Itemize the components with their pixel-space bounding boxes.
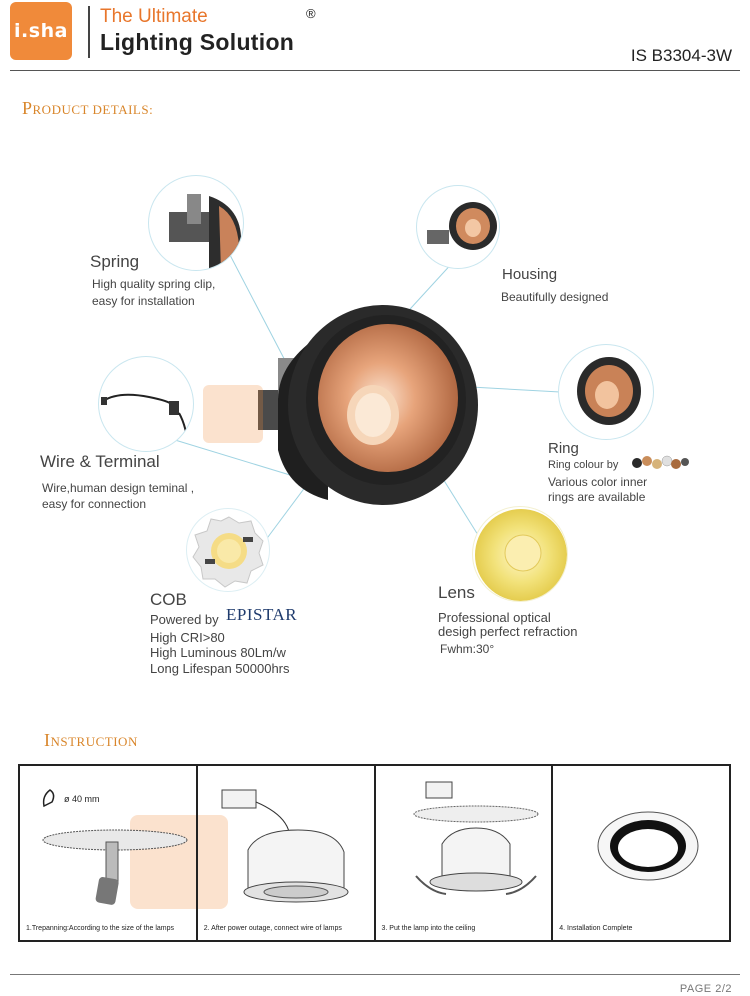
ring-desc-3: rings are available	[548, 490, 646, 504]
product-details-heading: PRODUCT DETAILS:	[22, 98, 153, 119]
housing-desc: Beautifully designed	[501, 290, 609, 304]
spring-title: Spring	[90, 252, 140, 271]
heading-rest: RODUCT DETAILS:	[32, 102, 154, 117]
lens-title: Lens	[438, 583, 475, 602]
ring-swatch-3	[652, 459, 662, 469]
ceiling-cutout-icon	[42, 829, 188, 905]
wire-detail-image	[98, 356, 194, 452]
downlight-icon	[258, 305, 478, 505]
ring-swatch-4	[661, 455, 673, 467]
ring-swatch-5	[671, 459, 681, 469]
wire-desc-1: Wire,human design teminal ,	[42, 481, 195, 495]
ring-desc-2: Various color inner	[548, 475, 648, 489]
instruction-heading: INSTRUCTION	[44, 730, 138, 751]
ring-swatch-2	[642, 456, 652, 466]
lens-desc-2: desigh perfect refraction	[438, 624, 578, 639]
cob-title: COB	[150, 590, 187, 609]
housing-detail-image	[416, 185, 500, 269]
wire-connection-icon	[221, 789, 349, 903]
step-3-caption: 3. Put the lamp into the ceiling	[381, 925, 476, 932]
ring-color-swatches	[632, 455, 689, 469]
logo-text: i.sha	[14, 20, 68, 42]
tagline-line2: Lighting Solution	[100, 29, 295, 55]
page-number: PAGE 2/2	[679, 983, 732, 995]
wire-desc-2: easy for connection	[42, 497, 147, 511]
cob-spec-luminous: High Luminous 80Lm/w	[150, 645, 286, 660]
spring-desc-1: High quality spring clip,	[92, 277, 216, 291]
wire-title: Wire & Terminal	[40, 452, 160, 471]
install-into-ceiling-icon	[413, 781, 538, 895]
cob-powered-by: Powered by	[150, 612, 219, 627]
diameter-label: ø 40 mm	[64, 794, 100, 804]
header-rule	[10, 70, 740, 71]
heading-initial: P	[22, 98, 33, 118]
spring-desc-2: easy for installation	[92, 294, 195, 308]
installed-ring-icon	[597, 811, 699, 881]
spring-clip-icon	[169, 194, 241, 270]
cob-spec-cri: High CRI>80	[150, 630, 225, 645]
cob-detail-image	[186, 508, 270, 592]
instruction-step-1: ø 40 mm 1.Trepanning:According to the si…	[20, 766, 198, 940]
tagline-line1: The Ultimate	[100, 6, 208, 27]
step-1-caption: 1.Trepanning:According to the size of th…	[26, 925, 174, 932]
leader-spring	[229, 254, 291, 371]
model-number: IS B3304-3W	[630, 46, 732, 65]
lens-desc-1: Professional optical	[438, 610, 551, 625]
housing-icon	[427, 202, 497, 250]
drill-bit-icon	[42, 789, 55, 808]
step-2-caption: 2. After power outage, connect wire of l…	[203, 925, 342, 932]
registered-mark: ®	[306, 6, 316, 21]
ring-swatch-6	[681, 458, 689, 466]
ring-swatch-1	[632, 458, 642, 468]
leader-wire	[174, 439, 291, 476]
footer-rule	[10, 974, 740, 975]
housing-title: Housing	[502, 266, 558, 283]
lens-icon	[475, 509, 567, 601]
cob-chip-icon	[192, 516, 264, 588]
instruction-step-2: 2. After power outage, connect wire of l…	[198, 766, 376, 940]
instruction-steps: ø 40 mm 1.Trepanning:According to the si…	[18, 764, 731, 942]
instruction-step-4: 4. Installation Complete	[553, 766, 729, 940]
header-divider	[88, 6, 90, 58]
instruction-step-3: 3. Put the lamp into the ceiling	[376, 766, 554, 940]
ring-title: Ring	[548, 440, 579, 457]
wire-terminal-icon	[101, 393, 190, 451]
cob-spec-lifespan: Long Lifespan 50000hrs	[150, 661, 290, 676]
ring-detail-image	[558, 344, 654, 440]
heading-initial: I	[44, 730, 51, 750]
lens-desc-3: Fwhm:30°	[440, 642, 495, 656]
spring-detail-image	[148, 175, 244, 271]
downlight-product-image	[248, 300, 478, 525]
lens-detail-image	[472, 506, 568, 602]
epistar-brand: EPISTAR	[226, 605, 298, 624]
brand-logo: i.sha	[10, 2, 72, 60]
ring-icon	[577, 357, 641, 425]
step-4-caption: 4. Installation Complete	[559, 925, 633, 932]
heading-rest: NSTRUCTION	[50, 734, 138, 749]
ring-desc-1: Ring colour by	[548, 459, 619, 471]
